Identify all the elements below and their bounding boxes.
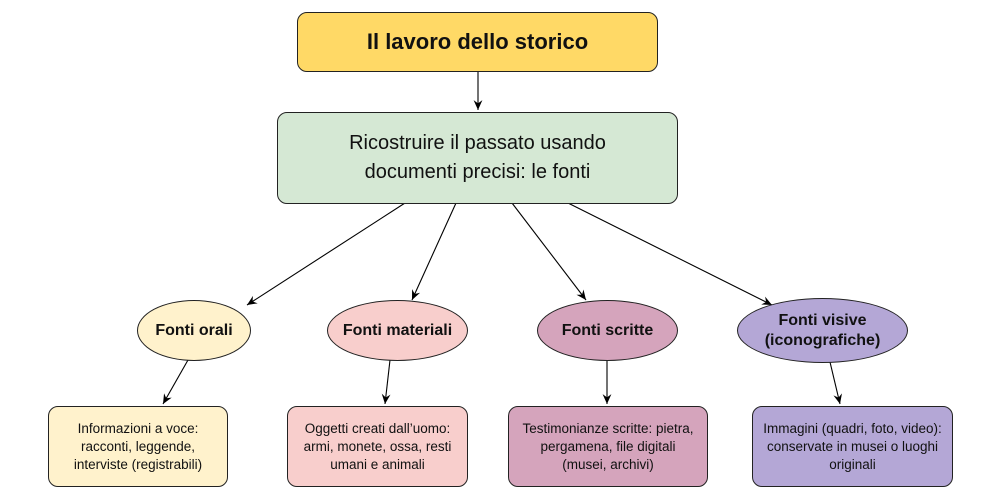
box-fonti-orali: Informazioni a voce: racconti, leggende,… xyxy=(48,406,228,487)
arrow-main-materiali xyxy=(411,202,457,301)
ellipse-fonti-orali: Fonti orali xyxy=(137,300,251,361)
arrow-materiali-box xyxy=(381,359,391,405)
arrow-orali-box xyxy=(162,359,189,405)
box-fonti-visive: Immagini (quadri, foto, video): conserva… xyxy=(752,406,953,487)
box-fonti-materiali: Oggetti creati dall’uomo: armi, monete, … xyxy=(287,406,468,487)
arrow-visive-box xyxy=(829,361,842,405)
ellipse-fonti-scritte: Fonti scritte xyxy=(537,300,678,361)
ellipse-fonti-materiali: Fonti materiali xyxy=(327,300,468,361)
arrow-main-visive xyxy=(567,202,773,306)
title-node: Il lavoro dello storico xyxy=(297,12,658,72)
box-fonti-scritte: Testimonianze scritte: pietra, pergamena… xyxy=(508,406,708,487)
ellipse-fonti-visive: Fonti visive (iconografiche) xyxy=(737,298,908,363)
arrow-main-scritte xyxy=(511,202,587,301)
main-node: Ricostruire il passato usando documenti … xyxy=(277,112,678,204)
arrow-main-orali xyxy=(246,202,406,306)
